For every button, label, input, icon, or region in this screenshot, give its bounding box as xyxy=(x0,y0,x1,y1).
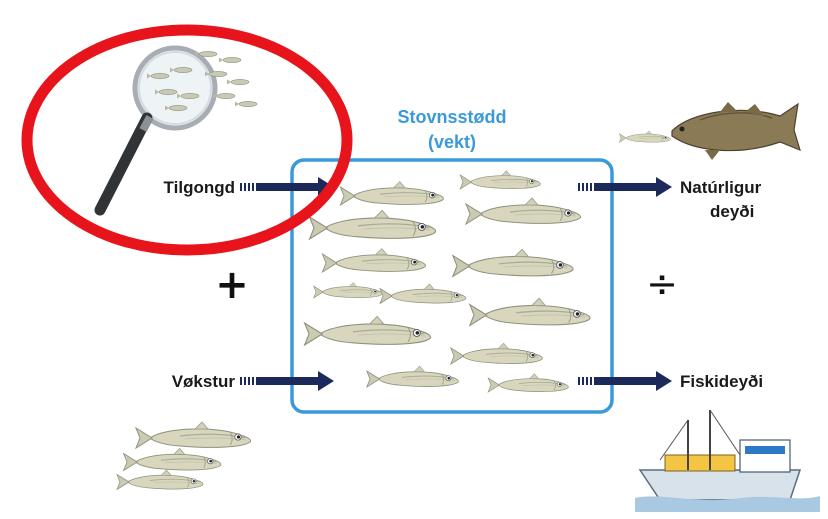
magnifier-icon xyxy=(94,45,258,216)
fish-group-icon xyxy=(116,421,252,490)
plus-sign: + xyxy=(215,262,249,308)
growth-label: Vøkstur xyxy=(172,372,236,391)
fish-school-icon xyxy=(303,170,591,393)
fishing-mortality-arrow xyxy=(578,371,672,391)
cod-icon xyxy=(618,102,801,160)
stock-title-line2: (vekt) xyxy=(428,132,476,152)
stock-title-line1: Stovnsstødd xyxy=(397,107,506,127)
recruitment-label: Tilgongd xyxy=(164,178,235,197)
natural-mortality-label-line2: deyði xyxy=(710,202,754,221)
natural-mortality-arrow xyxy=(578,177,672,197)
growth-arrow xyxy=(240,371,334,391)
stock-box xyxy=(290,158,614,414)
highlight-circle xyxy=(21,24,353,256)
fishing-mortality-label: Fiskideyði xyxy=(680,372,763,391)
natural-mortality-label-line1: Natúrligur xyxy=(680,178,762,197)
fishing-boat-icon xyxy=(635,409,820,512)
divide-sign: ÷ xyxy=(646,262,678,306)
